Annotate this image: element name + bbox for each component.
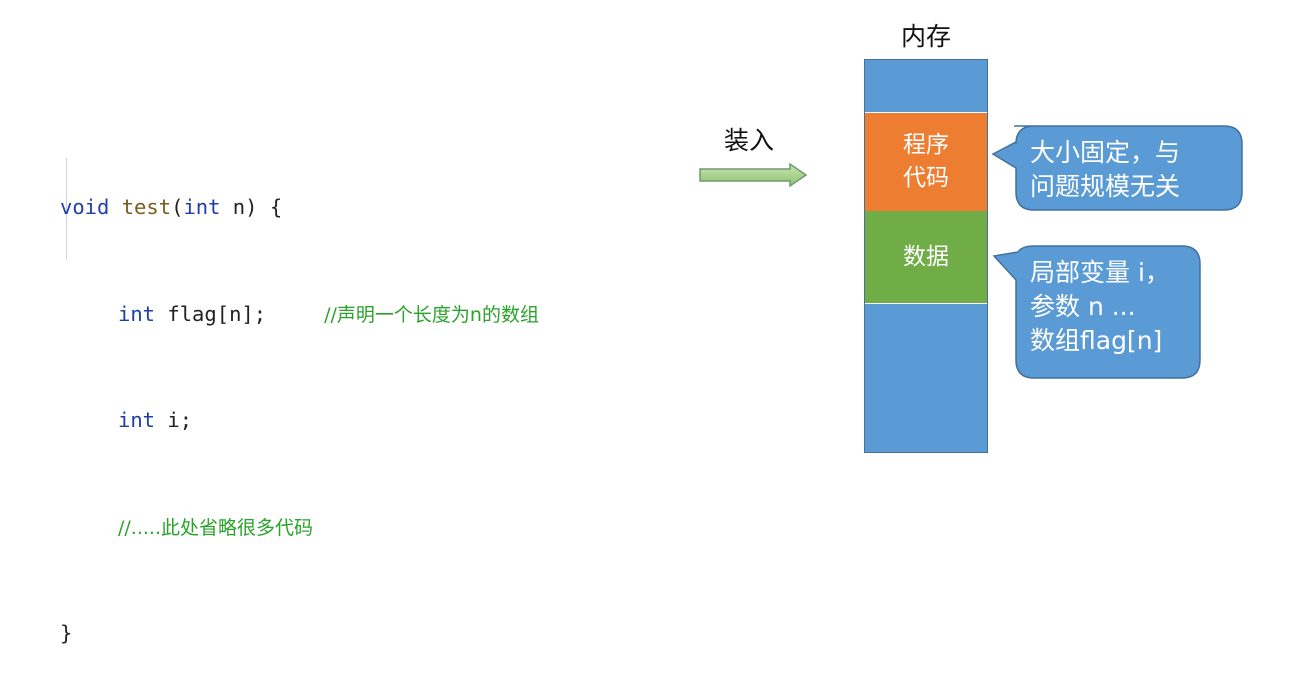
keyword-int: int: [118, 408, 156, 432]
code-comment: //.....此处省略很多代码: [118, 516, 314, 539]
code-block: void test(int n) { int flag[n];//声明一个长度为…: [60, 119, 539, 687]
load-label: 装入: [724, 126, 775, 155]
keyword-int: int: [183, 195, 221, 219]
keyword-void: void: [60, 195, 110, 219]
memory-title: 内存: [900, 22, 951, 51]
param-text: n) {: [220, 195, 283, 219]
closing-brace: }: [60, 621, 73, 645]
callout-data-contents: 局部变量 i， 参数 n ... 数组flag[n]: [990, 244, 1204, 382]
callout-text: 大小固定，与 问题规模无关: [1030, 138, 1181, 201]
right-arrow-icon: [699, 162, 808, 188]
memory-segment-code: 程序 代码: [865, 112, 987, 212]
decl-text: i;: [155, 408, 193, 432]
callout-bubble-shape: [992, 245, 1201, 379]
code-comment: //声明一个长度为n的数组: [324, 303, 539, 326]
indent-guide: [66, 158, 67, 260]
code-line-4: //.....此处省略很多代码: [60, 510, 539, 546]
code-line-5: }: [60, 616, 539, 652]
callout-code-size: 大小固定，与 问题规模无关: [990, 124, 1246, 214]
code-line-1: void test(int n) {: [60, 190, 539, 226]
memory-segment-data: 数据: [865, 211, 987, 304]
code-line-2: int flag[n]; //声明一个长度为n的数组: [60, 297, 539, 333]
paren-open: (: [171, 195, 184, 219]
segment-label: 数据: [903, 243, 949, 270]
callout-text: 局部变量 i， 参数 n ... 数组flag[n]: [1030, 258, 1170, 355]
keyword-int: int: [118, 301, 156, 326]
function-name: test: [121, 195, 172, 219]
code-line-3: int i;: [60, 403, 539, 439]
decl-text: flag[n];: [155, 301, 267, 326]
memory-block: 程序 代码 数据: [864, 59, 988, 453]
callout-bubble-shape: [991, 125, 1243, 211]
segment-label: 程序 代码: [903, 132, 949, 191]
